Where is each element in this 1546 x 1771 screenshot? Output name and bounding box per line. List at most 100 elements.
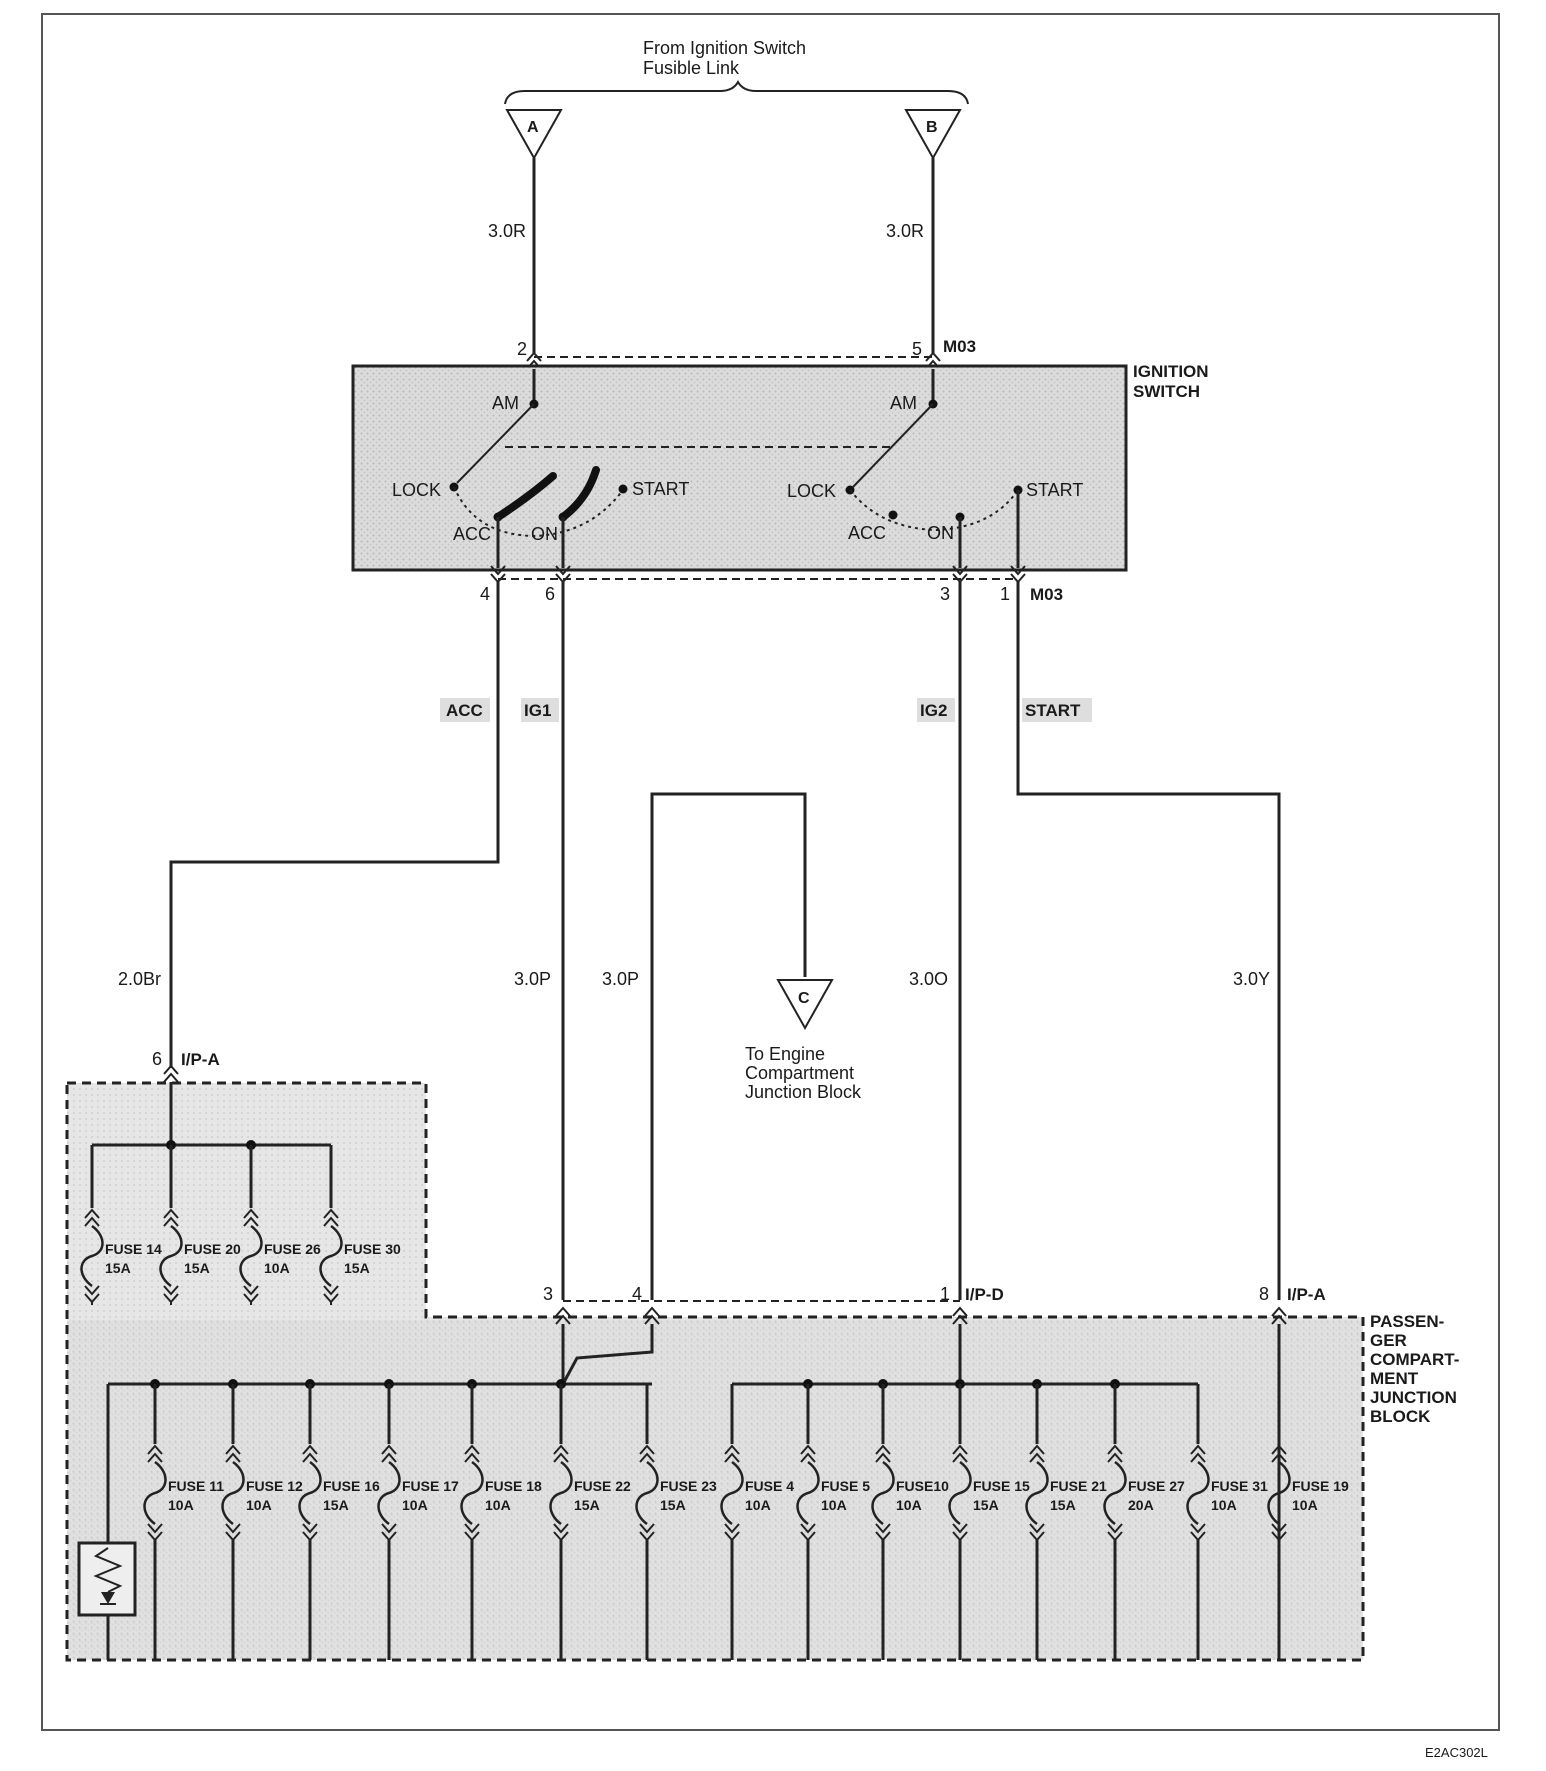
wire-ig2-spec: 3.0O: [909, 969, 948, 989]
fuse-ig2-4-name: FUSE 21: [1050, 1478, 1107, 1494]
switch-left-travel-arc: [453, 486, 624, 538]
switch-right-acc-dot: [888, 510, 898, 520]
source-brace: [504, 79, 969, 105]
fuse-ig1-5-name: FUSE 22: [574, 1478, 631, 1494]
fuse-ig2-2-name: FUSE10: [896, 1478, 949, 1494]
circuit-ig2-tag-bg: [917, 698, 955, 722]
switch-right-lock-label: LOCK: [787, 481, 836, 501]
switch-left-acc-label: ACC: [453, 524, 491, 544]
fuse-ig2-5-amp: 20A: [1128, 1497, 1154, 1513]
source-label-line1: From Ignition Switch: [643, 38, 806, 58]
fuse-acc-0-name: FUSE 14: [105, 1241, 162, 1257]
fuse-ig2-1-amp: 10A: [821, 1497, 847, 1513]
destination-c: C: [776, 979, 834, 1031]
fuse-ig1-3-amp: 10A: [402, 1497, 428, 1513]
circuit-acc-tag: ACC: [446, 701, 483, 720]
figure-code: E2AC302L: [1425, 1745, 1488, 1760]
fuse-ig1-6: FUSE 23 15A: [635, 1382, 717, 1660]
fuse-acc-0-amp: 15A: [105, 1260, 131, 1276]
pin-6b-label: 6: [152, 1049, 162, 1069]
svg-text:B: B: [926, 119, 938, 136]
fuse-ig2-0-amp: 10A: [745, 1497, 771, 1513]
fuse-ig1-2-amp: 15A: [323, 1497, 349, 1513]
pin-1b-label: 1: [940, 1284, 950, 1304]
destination-c-line1: To Engine: [745, 1044, 825, 1064]
wire-ig1-branch: [650, 792, 807, 1300]
switch-left-lock-label: LOCK: [392, 480, 441, 500]
pin-2-label: 2: [517, 339, 527, 359]
fuse-ig1-5-amp: 15A: [574, 1497, 600, 1513]
wire-acc-spec: 2.0Br: [118, 969, 161, 989]
fuse-ig1-6-name: FUSE 23: [660, 1478, 717, 1494]
svg-text:C: C: [798, 990, 810, 1007]
wire-acc: [169, 582, 500, 1068]
switch-right-start-label: START: [1026, 480, 1083, 500]
wire-ig1-spec: 3.0P: [514, 969, 551, 989]
fuse-acc-1-name: FUSE 20: [184, 1241, 241, 1257]
fuse-acc-2-amp: 10A: [264, 1260, 290, 1276]
circuit-ig1-tag: IG1: [524, 701, 551, 720]
circuit-acc-tag-bg: [440, 698, 490, 722]
fuse-ig1-0-amp: 10A: [168, 1497, 194, 1513]
resistor-icon: [77, 1541, 137, 1617]
source-a: A: [505, 109, 563, 161]
fuse-acc-2-name: FUSE 26: [264, 1241, 321, 1257]
switch-right-arm: [852, 403, 934, 488]
fuse-acc-2: FUSE 26 10A: [239, 1140, 321, 1305]
junction-block-title-line3: COMPART-: [1370, 1350, 1459, 1369]
circuit-start-tag-bg: [1022, 698, 1092, 722]
pin-1b-terminal: [952, 1306, 968, 1325]
page-frame: [41, 13, 1500, 1731]
fuse-ig2-1: FUSE 5 10A: [796, 1379, 870, 1660]
junction-block-shade: [69, 1320, 1361, 1658]
ignition-switch-title-line1: IGNITION: [1133, 362, 1209, 381]
fuse-ig2-1-name: FUSE 5: [821, 1478, 870, 1494]
switch-right-am-label: AM: [890, 393, 917, 413]
destination-c-line2: Compartment: [745, 1063, 854, 1083]
fuse-ig2-3-amp: 15A: [973, 1497, 999, 1513]
switch-right-on-label: ON: [927, 523, 954, 543]
pin-6b-terminal: [163, 1064, 179, 1083]
fuse-acc-0: FUSE 14 15A: [80, 1145, 162, 1305]
wire-start: [1016, 582, 1281, 1300]
pin-4b-terminal: [644, 1306, 660, 1325]
junction-block-title-line6: BLOCK: [1370, 1407, 1431, 1426]
fuse-ig1-1-name: FUSE 12: [246, 1478, 303, 1494]
pin-3b-terminal: [555, 1306, 571, 1325]
fuse-ig1-3-name: FUSE 17: [402, 1478, 459, 1494]
fuse-ig2-6-name: FUSE 31: [1211, 1478, 1268, 1494]
circuit-ig1-tag-bg: [521, 698, 559, 722]
pin-3b-label: 3: [543, 1284, 553, 1304]
pin-8-label: 8: [1259, 1284, 1269, 1304]
junction-block-title-line1: PASSEN-: [1370, 1312, 1444, 1331]
fuse-acc-3-amp: 15A: [344, 1260, 370, 1276]
wire-b-spec: 3.0R: [886, 221, 924, 241]
fuse-start-0-name: FUSE 19: [1292, 1478, 1349, 1494]
switch-left-arm: [456, 403, 535, 484]
pin-4-label: 4: [480, 584, 490, 604]
pin-5-label: 5: [912, 339, 922, 359]
ig1-branch-joint: [561, 1324, 654, 1385]
fuse-ig1-0-name: FUSE 11: [168, 1478, 224, 1494]
fuse-ig1-4-amp: 10A: [485, 1497, 511, 1513]
switch-left-start-label: START: [632, 479, 689, 499]
fuse-ig2-3: FUSE 15 15A: [948, 1379, 1030, 1660]
ignition-switch-body: [351, 364, 1128, 572]
fuse-ig1-5: FUSE 22 15A: [549, 1379, 631, 1660]
switch-right-acc-label: ACC: [848, 523, 886, 543]
pin-8-terminal: [1271, 1306, 1287, 1325]
fuse-ig2-3-name: FUSE 15: [973, 1478, 1030, 1494]
junction-block-title-line4: MENT: [1370, 1369, 1419, 1388]
source-label-line2: Fusible Link: [643, 58, 740, 78]
svg-text:A: A: [527, 119, 539, 136]
fuse-ig1-6-amp: 15A: [660, 1497, 686, 1513]
fuse-acc-3-name: FUSE 30: [344, 1241, 401, 1257]
